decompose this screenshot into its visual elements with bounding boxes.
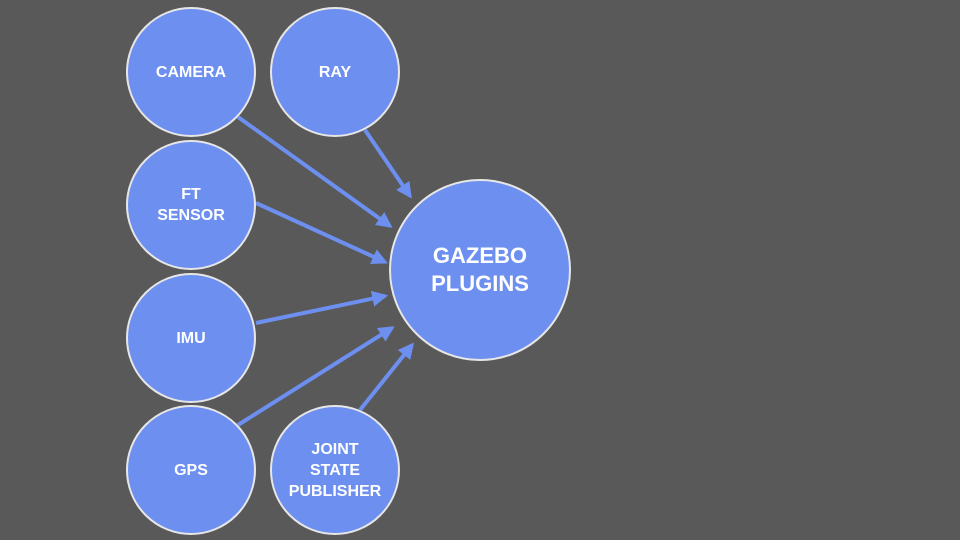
ft-sensor-label: FT SENSOR — [157, 186, 225, 224]
joint-state-publisher-node: JOINT STATE PUBLISHER — [270, 405, 400, 535]
ray-label: RAY — [318, 63, 352, 81]
gps-label: GPS — [174, 461, 208, 479]
arrow-imu-to-gazebo — [255, 290, 389, 325]
imu-node: IMU — [126, 273, 256, 403]
arrow-ray-to-gazebo — [363, 128, 412, 199]
gazebo-plugins-label: GAZEBO PLUGINS — [431, 243, 529, 296]
joint-state-publisher-label: JOINT STATE PUBLISHER — [288, 440, 382, 500]
ft-sensor-node: FT SENSOR — [126, 140, 256, 270]
arrow-joint-state-publisher-to-gazebo — [358, 342, 414, 412]
arrow-camera-to-gazebo — [236, 115, 393, 228]
imu-label: IMU — [176, 329, 206, 347]
ray-node: RAY — [270, 7, 400, 137]
gps-node: GPS — [126, 405, 256, 535]
arrow-gps-to-gazebo — [236, 326, 395, 427]
camera-label: CAMERA — [155, 63, 227, 81]
camera-node: CAMERA — [126, 7, 256, 137]
arrow-ft-sensor-to-gazebo — [255, 201, 388, 264]
gazebo-plugins-node: GAZEBO PLUGINS — [389, 179, 571, 361]
